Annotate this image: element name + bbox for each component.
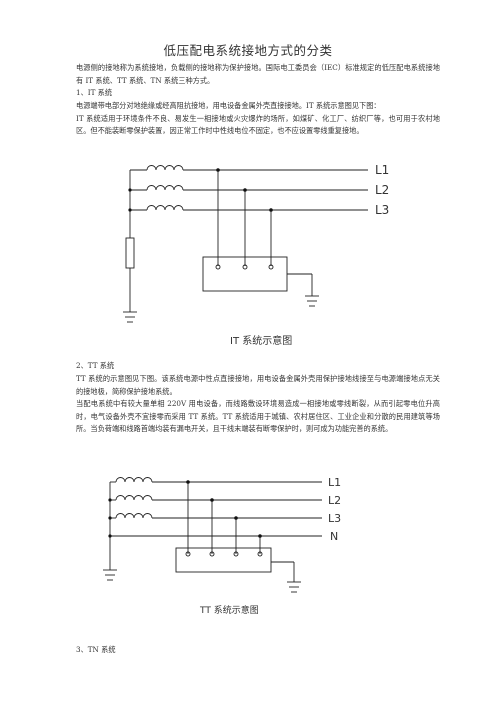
transformer-coils: [115, 477, 153, 519]
label-n: N: [330, 530, 338, 543]
tt-paragraph: TT 系统的示意图见下图。该系统电源中性点直接接地，用电设备金属外壳用保护接地线…: [62, 373, 440, 436]
neutral-bus: [103, 481, 117, 581]
figure-caption-it: IT 系统示意图: [230, 334, 292, 347]
section-heading-it: 1、IT 系统: [76, 88, 113, 97]
page-title: 低压配电系统接地方式的分类: [163, 43, 333, 58]
figure-caption-tt: TT 系统示意图: [199, 604, 259, 616]
tt-text-2: 当配电系统中有较大量单相 220V 用电设备，而线路敷设环境易造成一相接地或零线…: [76, 399, 440, 434]
protective-earth: [287, 273, 319, 307]
load-taps: [217, 170, 272, 266]
phase-lines: [183, 169, 368, 211]
it-text-2: IT 系统适用于环境条件不良、易发生一相接地或火灾爆炸的场所，如煤矿、化工厂、纺…: [76, 113, 440, 136]
phase-lines: [110, 481, 322, 537]
section-heading-tn: 3、TN 系统: [76, 645, 116, 654]
transformer-coils: [146, 165, 184, 211]
intro-text: 电源侧的接地称为系统接地，负载侧的接地称为保护接地。国际电工委员会（IEC）标准…: [76, 63, 440, 85]
protective-earth: [271, 561, 301, 593]
label-l2: L2: [375, 183, 389, 197]
intro-paragraph: 电源侧的接地称为系统接地，负载侧的接地称为保护接地。国际电工委员会（IEC）标准…: [62, 62, 440, 87]
label-l1: L1: [328, 476, 341, 489]
it-system-diagram: L1 L2 L3 IT 系统示意图: [123, 163, 389, 347]
it-text-1: 电源端带电部分对地绝缘或经高阻抗接地，用电设备金属外壳直接接地。IT 系统示意图…: [76, 101, 381, 110]
label-l2: L2: [328, 494, 341, 507]
load-taps: [187, 482, 261, 554]
label-l3: L3: [328, 512, 341, 525]
equipment-enclosure: [175, 547, 272, 573]
it-paragraph: 电源端带电部分对地绝缘或经高阻抗接地，用电设备金属外壳直接接地。IT 系统示意图…: [62, 100, 440, 138]
section-heading-tt: 2、TT 系统: [76, 361, 115, 370]
grounding-impedance: [125, 237, 135, 269]
tt-text-1: TT 系统的示意图见下图。该系统电源中性点直接接地，用电设备金属外壳用保护接地线…: [76, 374, 440, 396]
label-l3: L3: [375, 203, 389, 217]
tt-system-diagram: L1 L2 L3 N TT 系统示意图: [103, 476, 341, 616]
neutral-bus: [123, 169, 147, 323]
label-l1: L1: [375, 163, 389, 177]
